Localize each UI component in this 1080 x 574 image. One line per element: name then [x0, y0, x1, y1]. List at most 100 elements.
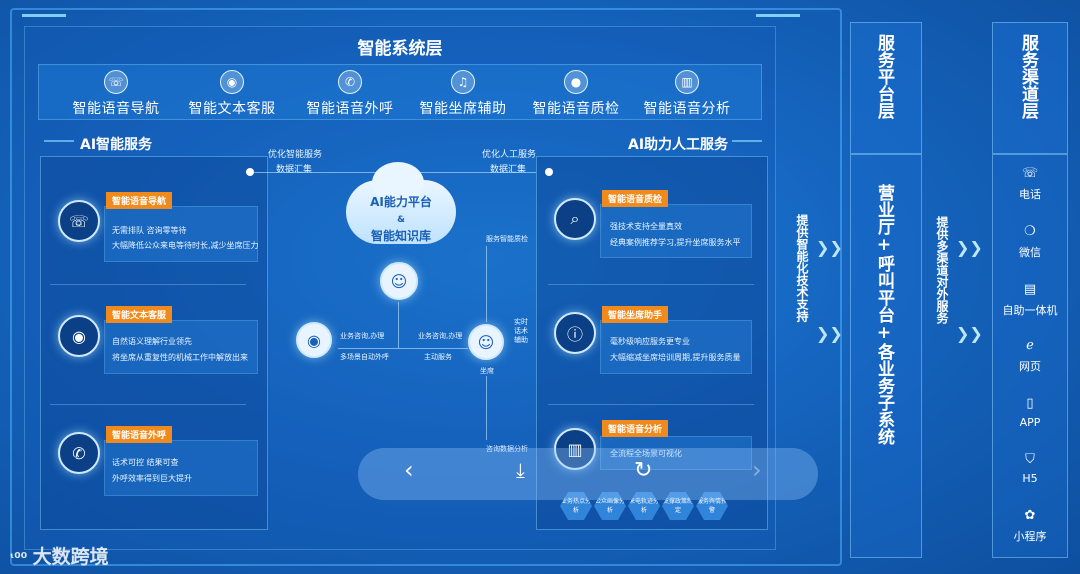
- flow-line: [398, 302, 399, 348]
- title-deco: [44, 140, 74, 146]
- prev-button[interactable]: ‹: [404, 456, 414, 484]
- node-dot: [545, 168, 553, 176]
- card-text: 大幅降低公众来电等待时长,减少坐席压力: [112, 238, 259, 253]
- channel-title: 服务渠道层: [1018, 34, 1038, 119]
- agent-assist-icon: ⓘ: [554, 312, 596, 354]
- card-tag: 智能语音导航: [106, 192, 172, 209]
- card-text: 话术可控 结果可查: [112, 455, 179, 470]
- phone-call-icon: ✆: [58, 432, 100, 474]
- headset-icon: ♫: [451, 70, 475, 94]
- channel-label: 电话: [994, 186, 1066, 202]
- system-item-label: 智能语音外呼: [290, 98, 410, 118]
- channel-label: 小程序: [994, 528, 1066, 544]
- robot-icon: ◉: [58, 315, 100, 357]
- channel-kiosk: ▤ 自助一体机: [994, 282, 1066, 318]
- divider: [50, 404, 246, 405]
- card-text: 毫秒级响应服务更专业: [610, 334, 690, 349]
- system-item-label: 智能文本客服: [172, 98, 292, 118]
- flow-line: [338, 348, 468, 349]
- flow-line: [486, 246, 487, 322]
- channel-label: 微信: [994, 244, 1066, 260]
- rotate-button[interactable]: ↻: [634, 458, 652, 483]
- ai-service-title: AI智能服务: [80, 134, 152, 154]
- next-button[interactable]: ›: [752, 456, 762, 484]
- system-item-label: 智能语音质检: [516, 98, 636, 118]
- chevron-right-icon: ❯❯: [816, 324, 843, 343]
- agent-headset-icon: ☺: [468, 324, 504, 360]
- robot-icon: ◉: [220, 70, 244, 94]
- channel-label: H5: [994, 472, 1066, 485]
- card-tag: 智能坐席助手: [602, 306, 668, 323]
- wechat-icon: ❍: [994, 224, 1066, 242]
- corner-deco: [756, 14, 800, 24]
- channel-subtitle: 提供多渠道对外服务: [935, 216, 949, 324]
- flow-label: 优化智能服务: [268, 147, 322, 160]
- flow-label: 业务咨询,办理: [340, 331, 384, 341]
- card-text: 经典案例推荐学习,提升坐席服务水平: [610, 235, 741, 250]
- card-text: 大幅缩减坐席培训周期,提升服务质量: [610, 350, 741, 365]
- system-item: ● 智能语音质检: [516, 70, 636, 118]
- system-item: ☏智能语音导航: [56, 70, 176, 118]
- platform-title: 服务平台层: [874, 34, 894, 119]
- phone-call-icon: ✆: [338, 70, 362, 94]
- system-item: ◉ 智能文本客服: [172, 70, 292, 118]
- ai-platform-cloud: AI能力平台 & 智能知识库: [346, 180, 456, 244]
- platform-line1: AI能力平台: [370, 195, 432, 209]
- channel-label: 自助一体机: [994, 302, 1066, 318]
- html5-icon: ⛉: [994, 452, 1066, 470]
- flow-label: 多场景自动外呼: [340, 352, 389, 362]
- divider: [548, 404, 754, 405]
- flow-label: 实时话术辅助: [514, 318, 530, 345]
- platform-body: 营业厅+呼叫平台+各业务子系统: [874, 184, 894, 445]
- watermark-text: 大数跨境: [33, 546, 109, 568]
- platform-amp: &: [397, 215, 405, 225]
- divider: [50, 284, 246, 285]
- flow-label: 主动服务: [424, 352, 452, 362]
- phone-icon: ☏: [58, 200, 100, 242]
- agent-name: 坐席: [480, 366, 494, 376]
- flow-label: 数据汇集: [276, 162, 312, 175]
- system-item-label: 智能语音分析: [627, 98, 747, 118]
- phone-icon: ☏: [104, 70, 128, 94]
- mobile-icon: ▯: [994, 396, 1066, 414]
- corner-deco: [22, 14, 66, 24]
- quality-check-icon: ⌕: [554, 198, 596, 240]
- card-text: 无需排队 咨询零等待: [112, 223, 187, 238]
- title-deco: [732, 140, 762, 146]
- channel-h5: ⛉ H5: [994, 452, 1066, 485]
- system-item: ✆ 智能语音外呼: [290, 70, 410, 118]
- divider: [548, 284, 754, 285]
- human-service-title: AI助力人工服务: [628, 134, 728, 154]
- kiosk-icon: ▤: [994, 282, 1066, 300]
- system-item: ♫ 智能坐席辅助: [403, 70, 523, 118]
- agent-avatar: ☺: [380, 262, 418, 300]
- watermark-logo-icon: ᶥ⁰⁰: [10, 549, 33, 567]
- card-tag: 智能语音外呼: [106, 426, 172, 443]
- flow-line: [486, 376, 487, 440]
- flow-label: 服务智能质检: [486, 234, 528, 244]
- channel-wechat: ❍ 微信: [994, 224, 1066, 260]
- channel-app: ▯ APP: [994, 396, 1066, 429]
- system-item-label: 智能坐席辅助: [403, 98, 523, 118]
- droplet-icon: ●: [564, 70, 588, 94]
- card-tag: 智能文本客服: [106, 306, 172, 323]
- card-text: 将坐席从重复性的机械工作中解放出来: [112, 350, 248, 365]
- chevron-right-icon: ❯❯: [956, 238, 983, 257]
- channel-label: 网页: [994, 358, 1066, 374]
- card-tag: 智能语音质检: [602, 190, 668, 207]
- card-text: 外呼效率得到巨大提升: [112, 471, 192, 486]
- system-item: ▥ 智能语音分析: [627, 70, 747, 118]
- browser-icon: ℯ: [994, 338, 1066, 356]
- miniprogram-icon: ✿: [994, 508, 1066, 526]
- chart-icon: ▥: [675, 70, 699, 94]
- channel-label: APP: [994, 416, 1066, 429]
- channel-miniprogram: ✿ 小程序: [994, 508, 1066, 544]
- card-text: 自然语义理解行业领先: [112, 334, 192, 349]
- flow-label: 优化人工服务: [482, 147, 536, 160]
- node-dot: [246, 168, 254, 176]
- card-tag: 智能语音分析: [602, 420, 668, 437]
- phone-icon: ☏: [994, 166, 1066, 184]
- chevron-right-icon: ❯❯: [816, 238, 843, 257]
- download-button[interactable]: ⤓: [516, 458, 525, 482]
- platform-line2: 智能知识库: [371, 229, 431, 243]
